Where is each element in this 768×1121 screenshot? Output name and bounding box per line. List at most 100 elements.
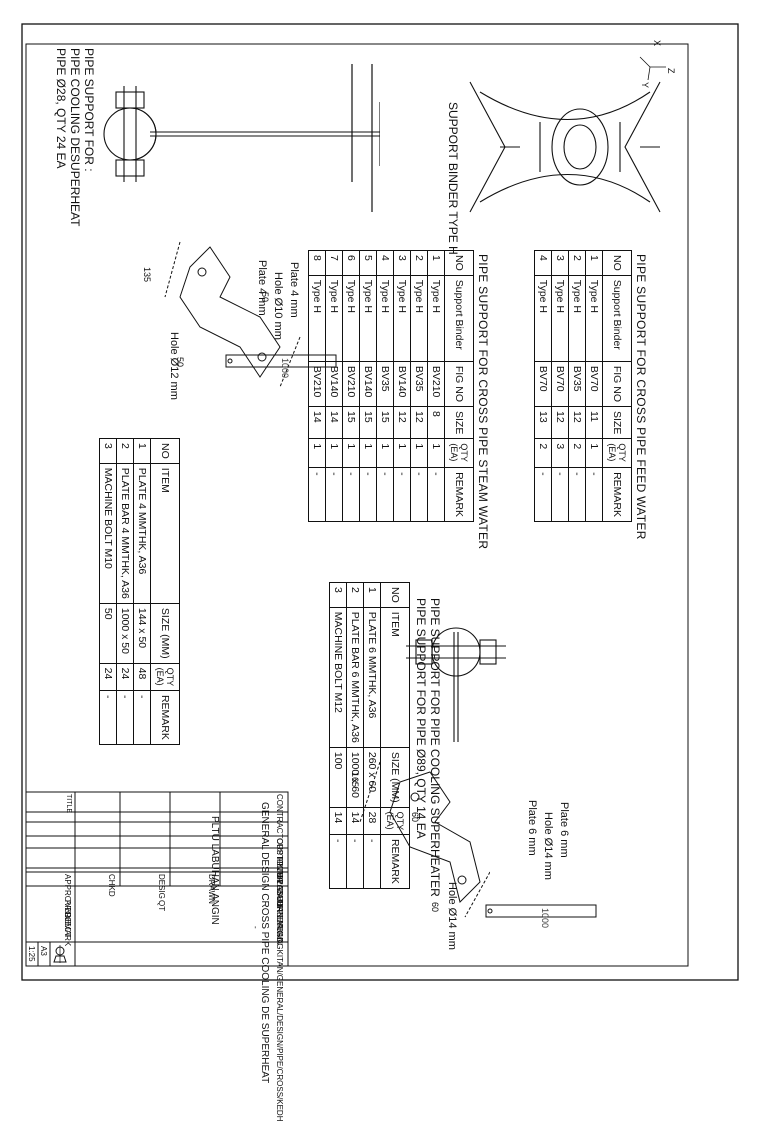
frame-svg <box>21 23 739 981</box>
pipe-inner <box>563 124 597 170</box>
cell: 2 <box>116 438 134 464</box>
cell: - <box>116 690 134 745</box>
superheater-dim-c: 60 <box>430 902 440 913</box>
cell: 3 <box>551 438 569 468</box>
cell: Type H <box>393 275 411 362</box>
th-size: SIZE <box>602 406 632 439</box>
bolt-lug <box>415 639 433 665</box>
desuperheat-plate-note-3: Plate 4 mm <box>256 260 268 316</box>
cell: 1 <box>376 438 394 468</box>
cell: 24 <box>116 663 134 691</box>
axis-y-label: Y <box>640 82 650 89</box>
pipe-circle <box>431 627 481 677</box>
cell: 14 <box>325 406 343 439</box>
binder-side <box>479 173 651 203</box>
superheater-dim-b: 60 <box>410 812 420 823</box>
cell: 7 <box>325 250 343 276</box>
outer-frame <box>21 23 739 981</box>
bolt-lug <box>479 639 497 665</box>
cell: 15 <box>376 406 394 439</box>
tb-chkd: CHKD <box>107 874 116 897</box>
cell: BV35 <box>410 361 428 407</box>
cell: - <box>342 467 360 522</box>
cell: 3 <box>393 250 411 276</box>
cell: Type H <box>376 275 394 362</box>
superheater-plate-isometric <box>359 761 490 918</box>
cell: 6 <box>342 250 360 276</box>
cell: 12 <box>568 406 586 439</box>
dim-line <box>279 336 301 388</box>
cell: 1 <box>427 250 445 276</box>
th-remark: REMARK <box>602 467 632 522</box>
cell: BV35 <box>376 361 394 407</box>
binder-band <box>539 122 621 172</box>
th-binder: Support Binder <box>444 275 474 362</box>
th-item: ITEM <box>150 463 180 604</box>
cell: - <box>585 467 603 522</box>
rotated-drawing: PIPE SUPPORT FOR CROSS PIPE FEED WATER N… <box>20 22 740 1121</box>
cell: BV70 <box>534 361 552 407</box>
cell: 1 <box>585 250 603 276</box>
cell: Type H <box>427 275 445 362</box>
bolt-hole <box>197 267 207 277</box>
tb-sheet-size: A3 <box>39 946 48 956</box>
bolt-hole <box>457 875 467 885</box>
inner-frame <box>25 43 689 967</box>
pipe-end <box>551 108 609 186</box>
cell: 12 <box>551 406 569 439</box>
projection-symbol-icon <box>53 945 67 963</box>
cell: 2 <box>568 250 586 276</box>
tb-drawing-title-1: GENERAL DESIGN CROSS PIPE COOLING DE SUP… <box>259 802 270 1084</box>
binder-side <box>479 91 651 121</box>
cell: - <box>376 467 394 522</box>
cell: Type H <box>359 275 377 362</box>
cell: BV35 <box>568 361 586 407</box>
cell: 1 <box>427 438 445 468</box>
th-no: NO <box>380 582 410 608</box>
tb-title-label: TITLE <box>65 794 72 814</box>
cell: Type H <box>325 275 343 362</box>
superheater-clamp-elevation <box>406 627 506 742</box>
cell: - <box>325 467 343 522</box>
th-qty: QTY (EA) <box>444 438 474 468</box>
cell: 1 <box>363 582 381 608</box>
cell: - <box>308 467 326 522</box>
cell: 2 <box>534 438 552 468</box>
title-block-frame <box>25 791 289 967</box>
cell: 1000 x 50 <box>116 603 134 664</box>
dim-line <box>359 761 381 823</box>
cell: 14 <box>308 406 326 439</box>
cell: 50 <box>99 603 117 664</box>
cell: 13 <box>534 406 552 439</box>
clamp-half <box>129 107 157 161</box>
th-size: SIZE <box>444 406 474 439</box>
desuperheat-clamp-elevation <box>103 86 380 182</box>
th-item: ITEM <box>380 607 410 748</box>
tb-order-no: ORDER NO <box>275 900 284 944</box>
cell: Type H <box>585 275 603 362</box>
th-binder: Support Binder <box>602 275 632 362</box>
superheater-hole-note: Hole Ø14 mm <box>446 882 458 950</box>
th-no: NO <box>602 250 632 276</box>
dim-line <box>464 871 490 918</box>
cell: - <box>534 467 552 522</box>
th-remark: REMARK <box>444 467 474 522</box>
bent-plate <box>389 771 481 903</box>
cell: Type H <box>534 275 552 362</box>
cell: 4 <box>534 250 552 276</box>
cell: PLATE 6 MMTHK, A36 <box>363 607 381 748</box>
cell: 11 <box>585 406 603 439</box>
th-remark: REMARK <box>150 690 180 745</box>
cell: 1 <box>308 438 326 468</box>
cell: - <box>410 467 428 522</box>
cell: 5 <box>359 250 377 276</box>
cell: BV140 <box>359 361 377 407</box>
feed-water-title: PIPE SUPPORT FOR CROSS PIPE FEED WATER <box>634 254 648 540</box>
